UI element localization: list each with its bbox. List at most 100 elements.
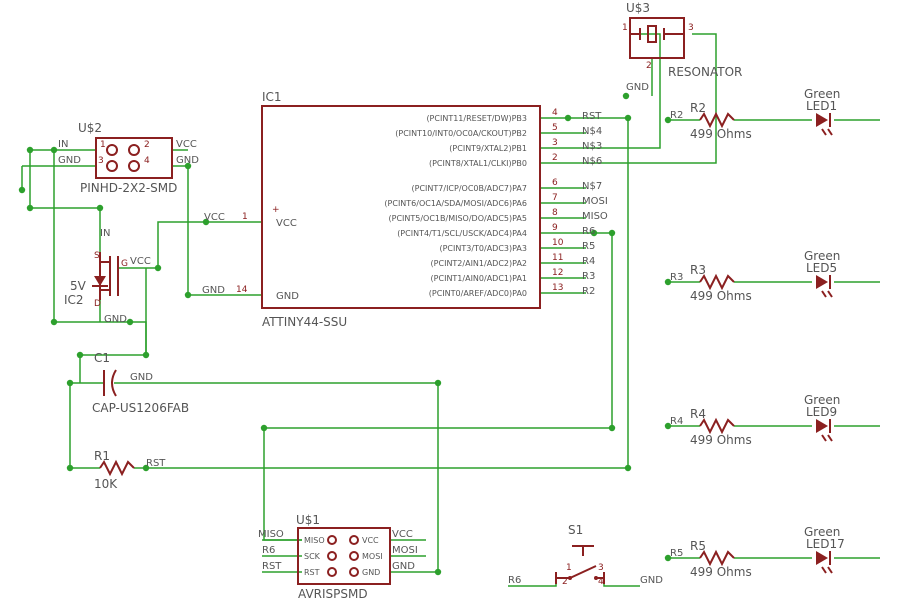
s1-net-right: GND bbox=[640, 575, 663, 586]
led-row-net: R5 bbox=[670, 548, 683, 559]
ic1-pin-number: 13 bbox=[552, 283, 563, 293]
ic1-pin-label: (PCINT10/INT0/OC0A/CKOUT)PB2 bbox=[395, 129, 527, 138]
ic1-pin-list: (PCINT11/RESET/DW)PB3 4 RST (PCINT10/INT0/O… bbox=[384, 108, 608, 298]
ic1-pin-number: 3 bbox=[552, 138, 558, 148]
ic1-pin-number: 2 bbox=[552, 153, 558, 163]
ic1-pin-number: 5 bbox=[552, 123, 558, 133]
u1-pin-vcc: VCC bbox=[362, 536, 379, 545]
ic1-pin-net: MISO bbox=[582, 211, 608, 222]
resistor-name: R4 bbox=[690, 407, 706, 421]
resistor-value: 499 Ohms bbox=[690, 289, 752, 303]
ic1-vcc-pin: VCC bbox=[276, 218, 297, 229]
r1-net: RST bbox=[146, 458, 166, 469]
ic1-part: ATTINY44-SSU bbox=[262, 315, 347, 329]
u1-pin-rst: RST bbox=[304, 568, 320, 577]
u3-pin1: 1 bbox=[622, 23, 628, 33]
ic2-pin-d: D bbox=[94, 299, 101, 309]
led-emission-arrows bbox=[821, 128, 833, 136]
ic1-pin-number: 6 bbox=[552, 178, 558, 188]
u2-pin3: 3 bbox=[98, 156, 104, 166]
ic1-pin-number: 8 bbox=[552, 208, 558, 218]
u3-pin2: 2 bbox=[646, 61, 652, 71]
led-row-net: R4 bbox=[670, 416, 683, 427]
s1-pin2: 2 bbox=[562, 577, 568, 587]
ic1-pin-net: R5 bbox=[582, 241, 595, 252]
ic1-pin-label: (PCINT7/ICP/OC0B/ADC7)PA7 bbox=[412, 184, 527, 193]
ic1-pin-net: R2 bbox=[582, 286, 595, 297]
u1-net-mosi: MOSI bbox=[392, 545, 418, 556]
ic1-pin-number: 11 bbox=[552, 253, 563, 263]
led-row-net: R2 bbox=[670, 110, 683, 121]
ic1-gnd-num: 14 bbox=[236, 285, 248, 295]
ic2-net-vcc: VCC bbox=[130, 256, 151, 267]
led-name: LED9 bbox=[806, 405, 837, 419]
ic1-pin-number: 10 bbox=[552, 238, 564, 248]
led-color: Green bbox=[804, 525, 840, 539]
u1-pin-gnd: GND bbox=[362, 568, 380, 577]
ic1-pin-label: (PCINT3/T0/ADC3)PA3 bbox=[439, 244, 527, 253]
led-emission-arrows bbox=[821, 290, 833, 298]
led-symbol bbox=[816, 275, 828, 289]
ic1-pin-net: N$3 bbox=[582, 141, 602, 152]
u3-resonator: 1 2 3 U$3 RESONATOR GND bbox=[622, 1, 742, 93]
ic1-name: IC1 bbox=[262, 90, 282, 104]
ic1-pin-net: MOSI bbox=[582, 196, 608, 207]
vcc-net-label: VCC bbox=[204, 212, 225, 223]
u2-net-vcc: VCC bbox=[176, 139, 197, 150]
u1-pin-miso: MISO bbox=[304, 536, 325, 545]
u2-pin1: 1 bbox=[100, 140, 106, 150]
u1-part: AVRISPSMD bbox=[298, 587, 368, 600]
junctions bbox=[18, 92, 672, 576]
u1-net-rst: RST bbox=[262, 561, 282, 572]
c1-capacitor: C1 CAP-US1206FAB GND bbox=[92, 351, 189, 415]
ic1-attiny44: IC1 ATTINY44-SSU VCC GND + 1 14 VCC GND … bbox=[202, 90, 608, 329]
led-row-net: R3 bbox=[670, 272, 683, 283]
c1-name: C1 bbox=[94, 351, 110, 365]
ic1-pin-net: N$7 bbox=[582, 181, 602, 192]
ic1-pin-net: N$6 bbox=[582, 156, 602, 167]
resistor-name: R3 bbox=[690, 263, 706, 277]
ic1-pin-net: R4 bbox=[582, 256, 595, 267]
ic1-pin-net: RST bbox=[582, 111, 602, 122]
led-color: Green bbox=[804, 87, 840, 101]
u1-net-miso: MISO bbox=[258, 529, 284, 540]
ic1-pin-label: (PCINT1/AIN0/ADC1)PA1 bbox=[431, 274, 527, 283]
resistor-symbol bbox=[699, 417, 735, 435]
c1-part: CAP-US1206FAB bbox=[92, 401, 189, 415]
ic1-pin-label: (PCINT4/T1/SCL/USCK/ADC4)PA4 bbox=[397, 229, 527, 238]
led-name: LED5 bbox=[806, 261, 837, 275]
resistor-name: R2 bbox=[690, 101, 706, 115]
led-name: LED17 bbox=[806, 537, 845, 551]
ic1-gnd-pin: GND bbox=[276, 291, 299, 302]
wires bbox=[21, 33, 880, 587]
ic2-name: IC2 bbox=[64, 293, 84, 307]
u1-isp-header: MISO SCK RST VCC MOSI GND U$1 AVRISPSMD … bbox=[258, 513, 418, 600]
ic2-regulator: S G D 5V IC2 IN VCC GND bbox=[64, 228, 151, 325]
led-color: Green bbox=[804, 249, 840, 263]
ic1-vcc-marker: + bbox=[272, 205, 280, 215]
ic1-pin-label: (PCINT11/RESET/DW)PB3 bbox=[426, 114, 527, 123]
u2-part: PINHD-2X2-SMD bbox=[80, 181, 177, 195]
ic1-pin-number: 9 bbox=[552, 223, 558, 233]
resistor-value: 499 Ohms bbox=[690, 127, 752, 141]
u2-net-gnd2: GND bbox=[176, 155, 199, 166]
resistor-symbol bbox=[699, 273, 735, 291]
led-symbol bbox=[816, 551, 828, 565]
led-symbol bbox=[816, 419, 828, 433]
ic1-pin-number: 4 bbox=[552, 108, 558, 118]
r1-value: 10K bbox=[94, 477, 118, 491]
led-symbol bbox=[816, 113, 828, 127]
ic1-vcc-num: 1 bbox=[242, 212, 248, 222]
resistor-symbol bbox=[699, 111, 735, 129]
ic2-net-in: IN bbox=[100, 228, 110, 239]
resistor-value: 499 Ohms bbox=[690, 565, 752, 579]
ic1-pin-label: (PCINT0/AREF/ADC0)PA0 bbox=[429, 289, 527, 298]
ic2-net-gnd: GND bbox=[104, 314, 127, 325]
ic1-pin-net: N$4 bbox=[582, 126, 602, 137]
u3-part: RESONATOR bbox=[668, 65, 742, 79]
